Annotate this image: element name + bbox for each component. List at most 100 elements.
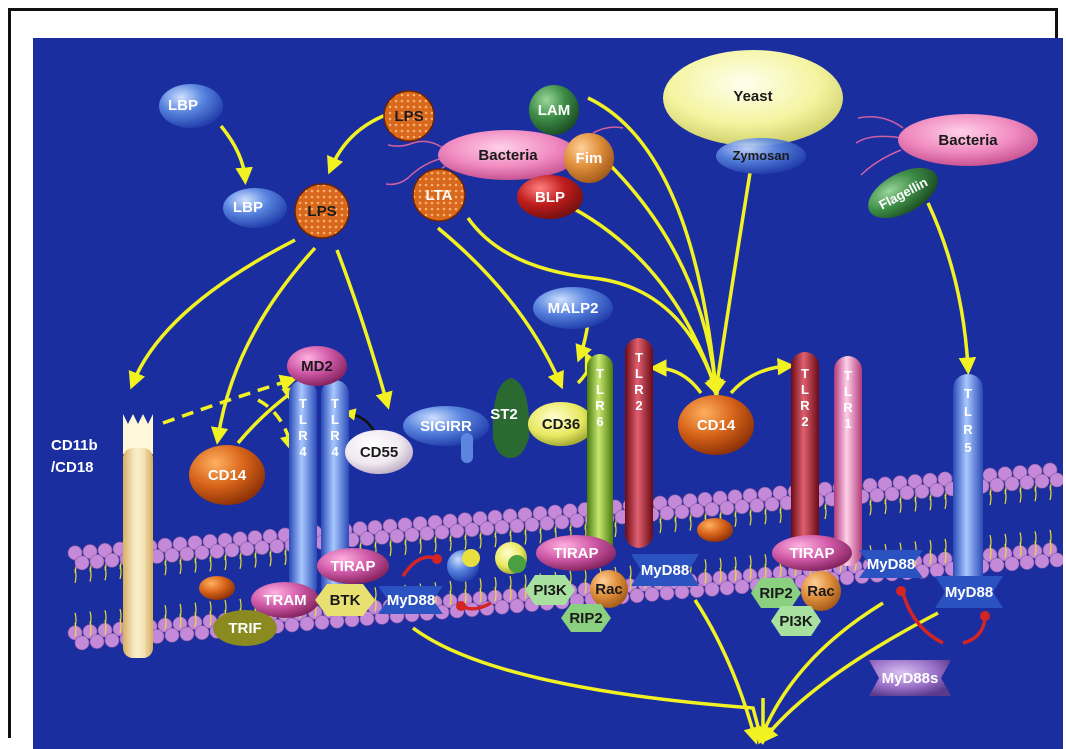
pi3k-mid: PI3K	[525, 575, 575, 605]
tirap-right: TIRAP	[772, 535, 852, 571]
myd88-mid: MyD88	[631, 554, 699, 586]
svg-text:TIRAP: TIRAP	[554, 545, 599, 562]
svg-text:T: T	[299, 396, 307, 411]
svg-text:Fim: Fim	[576, 150, 603, 167]
svg-text:LAM: LAM	[538, 102, 571, 119]
svg-text:CD14: CD14	[208, 467, 247, 484]
cd14-right: CD14	[678, 395, 754, 455]
svg-text:MyD88: MyD88	[945, 584, 993, 601]
lam: LAM	[529, 85, 579, 135]
rip2-right: RIP2	[751, 578, 801, 608]
md2: MD2	[287, 346, 347, 386]
figure-frame: Bacteria Bacteria Yeast Zymosan LBP LBP …	[8, 8, 1058, 738]
svg-text:4: 4	[299, 444, 307, 459]
tlr2-middle: T L R 2	[625, 338, 653, 548]
svg-text:R: R	[634, 382, 644, 397]
svg-text:LPS: LPS	[307, 203, 336, 220]
svg-text:T: T	[331, 396, 339, 411]
svg-text:TRAM: TRAM	[263, 592, 306, 609]
myd88-right2: MyD88	[935, 576, 1003, 608]
cd18-label: /CD18	[51, 459, 94, 476]
zymosan-label: Zymosan	[732, 148, 789, 163]
svg-text:LPS: LPS	[394, 108, 423, 125]
svg-text:ST2: ST2	[490, 406, 518, 423]
tlr-signaling-diagram: Bacteria Bacteria Yeast Zymosan LBP LBP …	[33, 38, 1063, 749]
svg-text:4: 4	[331, 444, 339, 459]
tirap-left: TIRAP	[317, 548, 389, 584]
svg-text:PI3K: PI3K	[533, 582, 567, 599]
svg-text:5: 5	[964, 440, 971, 455]
svg-text:T: T	[596, 366, 604, 381]
rac-right: Rac	[801, 571, 841, 611]
svg-text:2: 2	[635, 398, 642, 413]
svg-text:BLP: BLP	[535, 189, 565, 206]
lps-top: LPS	[384, 91, 434, 141]
cd36: CD36	[528, 402, 594, 446]
pi3k-right: PI3K	[771, 606, 821, 636]
svg-text:LTA: LTA	[426, 187, 453, 204]
svg-text:TIRAP: TIRAP	[790, 545, 835, 562]
trif: TRIF	[213, 610, 277, 646]
blp: BLP	[517, 175, 583, 219]
svg-text:MALP2: MALP2	[548, 300, 599, 317]
svg-text:L: L	[331, 412, 339, 427]
svg-text:LBP: LBP	[168, 97, 198, 114]
svg-text:R: R	[963, 422, 973, 437]
svg-text:T: T	[844, 368, 852, 383]
svg-text:Rac: Rac	[595, 581, 623, 598]
cd11b-label: CD11b	[51, 437, 98, 454]
svg-text:2: 2	[801, 414, 808, 429]
btk: BTK	[315, 584, 375, 616]
svg-text:LBP: LBP	[233, 199, 263, 216]
fim: Fim	[564, 133, 614, 183]
rac-mid: Rac	[590, 570, 628, 608]
svg-text:T: T	[635, 350, 643, 365]
lbp-bound: LBP	[223, 188, 287, 228]
svg-text:MyD88: MyD88	[867, 556, 915, 573]
bacteria-right-label: Bacteria	[938, 132, 998, 149]
svg-text:L: L	[299, 412, 307, 427]
svg-text:MyD88: MyD88	[387, 592, 435, 609]
myd88s: MyD88s	[869, 660, 951, 696]
svg-text:CD14: CD14	[697, 417, 736, 434]
svg-text:L: L	[635, 366, 643, 381]
svg-text:CD55: CD55	[360, 444, 398, 461]
lps-bound: LPS	[295, 184, 349, 238]
yeast-label: Yeast	[733, 88, 772, 105]
bacteria-left-label: Bacteria	[478, 147, 538, 164]
tlr2-right: T L R 2	[791, 352, 819, 562]
tlr6: T L R 6	[587, 354, 613, 564]
cd55: CD55	[345, 430, 413, 474]
svg-text:RIP2: RIP2	[569, 610, 602, 627]
svg-text:TIRAP: TIRAP	[331, 558, 376, 575]
svg-text:1: 1	[844, 416, 851, 431]
svg-text:MD2: MD2	[301, 358, 333, 375]
svg-text:6: 6	[596, 414, 603, 429]
svg-text:Rac: Rac	[807, 583, 835, 600]
svg-text:TRIF: TRIF	[228, 620, 261, 637]
tlr5: T L R 5	[953, 374, 983, 594]
svg-text:R: R	[298, 428, 308, 443]
svg-text:T: T	[801, 366, 809, 381]
rip2-mid: RIP2	[561, 604, 611, 632]
svg-text:RIP2: RIP2	[759, 585, 792, 602]
svg-text:L: L	[596, 382, 604, 397]
svg-text:L: L	[844, 384, 852, 399]
tlr4-left: T L R 4	[289, 380, 317, 600]
svg-text:PI3K: PI3K	[779, 613, 813, 630]
tlr1: T L R 1	[834, 356, 862, 566]
svg-text:CD36: CD36	[542, 416, 580, 433]
myd88-right1: MyD88	[859, 550, 923, 578]
svg-text:SIGIRR: SIGIRR	[420, 418, 472, 435]
svg-text:MyD88: MyD88	[641, 562, 689, 579]
svg-text:MyD88s: MyD88s	[882, 670, 939, 687]
svg-text:BTK: BTK	[330, 592, 361, 609]
svg-text:L: L	[801, 382, 809, 397]
lta: LTA	[413, 169, 465, 221]
svg-text:R: R	[595, 398, 605, 413]
svg-text:R: R	[800, 398, 810, 413]
tirap-mid: TIRAP	[536, 535, 616, 571]
cd14-left: CD14	[189, 445, 265, 505]
svg-text:R: R	[330, 428, 340, 443]
svg-text:L: L	[964, 404, 972, 419]
